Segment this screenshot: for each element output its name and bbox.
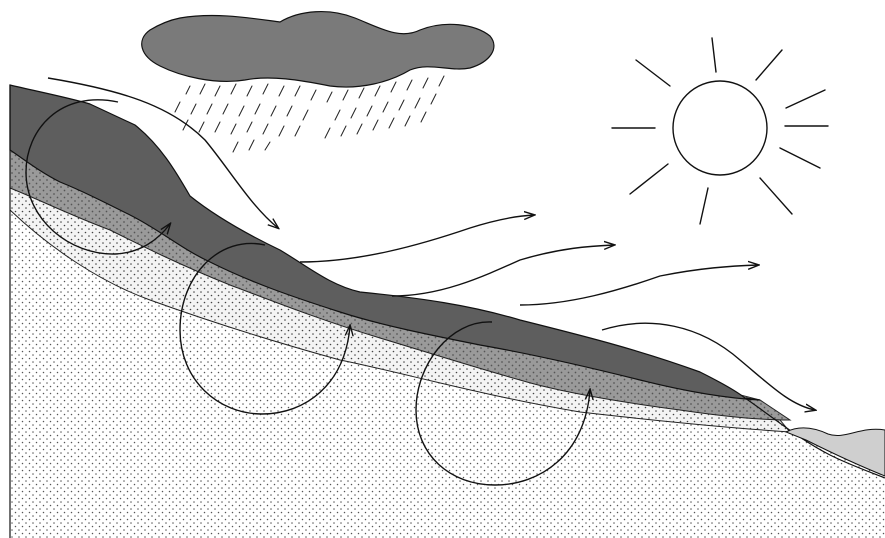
evaporation-arrow-1 — [300, 215, 534, 262]
rain-cloud — [142, 12, 494, 87]
evaporation-arrow-2 — [392, 245, 614, 296]
sun — [612, 38, 828, 224]
evaporation-arrow-3 — [520, 265, 758, 305]
rain-streaks — [175, 76, 444, 152]
sun-disc — [673, 81, 767, 175]
